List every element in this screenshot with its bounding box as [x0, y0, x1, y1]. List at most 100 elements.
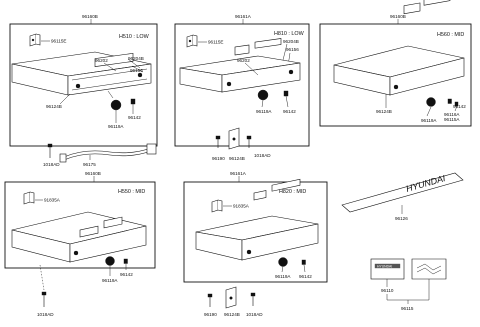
screw-bottom-left: 1018AD [37, 264, 54, 317]
part-number: 91835A [233, 204, 250, 209]
model-label-h820: H820 : MID [279, 189, 306, 195]
bracket-icon [211, 199, 223, 213]
small-knob-icon [130, 98, 136, 105]
part-number: 96110 [381, 288, 394, 293]
small-knob-icon [123, 258, 128, 264]
part-number: 96156 [286, 47, 299, 52]
part-number: 96202 [237, 58, 250, 63]
part-number: 96175 [83, 162, 96, 167]
radio-unit-icon [333, 0, 465, 96]
leader-line [127, 58, 141, 69]
bracket-icon [23, 191, 35, 205]
panel-frame-h820 [183, 181, 328, 283]
part-number: 96119A [275, 274, 291, 279]
panel-h560: 96160B H560 : MID 96124B 96119A 96116A 9… [319, 0, 472, 127]
radio-unit-icon [195, 178, 319, 261]
part-number: 96142 [453, 104, 466, 109]
bracket-icon [186, 34, 198, 48]
assembly-number-h820: 96161A [230, 171, 247, 176]
radio-unit-icon [11, 211, 147, 263]
knob-icon [107, 90, 122, 111]
bracket-icon [228, 127, 240, 150]
panel-h510: 96160B H510 : LOW 96115E 96202 96204B 96… [9, 14, 158, 147]
leader-line [285, 95, 289, 108]
small-knob-icon [283, 90, 289, 97]
assembly-number-h560: 96160B [390, 14, 406, 19]
bracket-icon [29, 33, 41, 47]
part-number: 96119A [102, 278, 118, 283]
part-number: 96142 [120, 272, 133, 277]
screw-left: 1018AD [43, 143, 60, 167]
nameplate-1-icon [370, 258, 405, 280]
panel-h820: 96161A H820 : MID 91835A 96119A 96142 [183, 171, 328, 283]
leader-line [426, 106, 432, 117]
model-label-h550: H550 : MID [118, 189, 145, 195]
leader-line [261, 99, 264, 108]
small-knob-icon [447, 98, 459, 107]
radio-unit-icon [11, 51, 152, 96]
part-number: 96115A [444, 117, 460, 122]
knob-icon [257, 89, 269, 101]
leader-line [281, 265, 284, 273]
part-number: 91835A [44, 198, 61, 203]
panel-frame-h810 [174, 23, 310, 147]
assembly-number-h810: 96161A [235, 14, 252, 19]
screw-icon [246, 135, 252, 148]
model-label-h510: H510 : LOW [119, 34, 150, 40]
part-number: 96142 [283, 109, 296, 114]
part-number: 96124B [376, 109, 392, 114]
nameplate-2-icon [411, 258, 447, 280]
model-label-h810: H810 : LOW [274, 31, 305, 37]
screw-icon [250, 292, 256, 306]
part-number: 96115E [51, 39, 67, 44]
part-number: 96204B [128, 56, 144, 61]
part-number: 1018AD [43, 162, 60, 167]
knob-icon [278, 257, 288, 267]
assembly-number-h550: 96160B [85, 171, 101, 176]
leader-line [244, 62, 259, 76]
part-number: 96119A [256, 109, 272, 114]
part-number: 96119A [108, 124, 124, 129]
leader-line [282, 43, 288, 61]
panel-h810: 96161A H810 : LOW 96115E 96204B 96156 96… [174, 14, 310, 147]
wiring-harness-icon: 96175 [59, 143, 157, 167]
part-number: 96190 [212, 156, 225, 161]
panel-frame-h550 [4, 181, 156, 269]
small-knob-icon [301, 259, 306, 265]
part-number: 96190 [204, 312, 217, 317]
model-label-h560: H560 : MID [437, 32, 464, 38]
part-number: 96115 [401, 306, 414, 311]
panel-frame-h560 [319, 23, 472, 127]
part-number: 1018AD [254, 153, 271, 158]
knob-icon [426, 97, 436, 107]
part-number: 96142 [128, 115, 141, 120]
part-number: 96124B [224, 312, 240, 317]
part-number: 1018AD [246, 312, 263, 317]
part-number: 96115E [208, 40, 224, 45]
leader-line [454, 105, 458, 112]
nameplate-1-text: HYUNDAI [377, 265, 392, 269]
nameplate-group: HYUNDAI 96110 96115 [370, 258, 447, 311]
leader-line [303, 264, 306, 273]
faceplate-icon: HYUNDAI 96126 [341, 172, 464, 221]
part-number: 96156 [130, 68, 143, 73]
knob-icon [105, 256, 115, 266]
leader-line [131, 65, 144, 73]
bracket-icon [225, 286, 237, 309]
part-number: 96202 [95, 58, 108, 63]
assembly-number-h510: 96160B [82, 14, 98, 19]
part-number: 96116A [444, 112, 460, 117]
screw-icon [207, 293, 213, 307]
panel-frame-h510 [9, 23, 158, 147]
part-number: 96126 [395, 216, 408, 221]
part-number: 96142 [299, 274, 312, 279]
screw-icon [215, 135, 221, 148]
leader-line [103, 62, 117, 72]
part-number: 96119A [421, 118, 437, 123]
part-number: 96124B [46, 104, 62, 109]
bottom-bracket-group: 96190 96124B 1018AD [204, 286, 263, 317]
part-number: 96204B [283, 39, 299, 44]
part-number: 1018AD [37, 312, 54, 317]
